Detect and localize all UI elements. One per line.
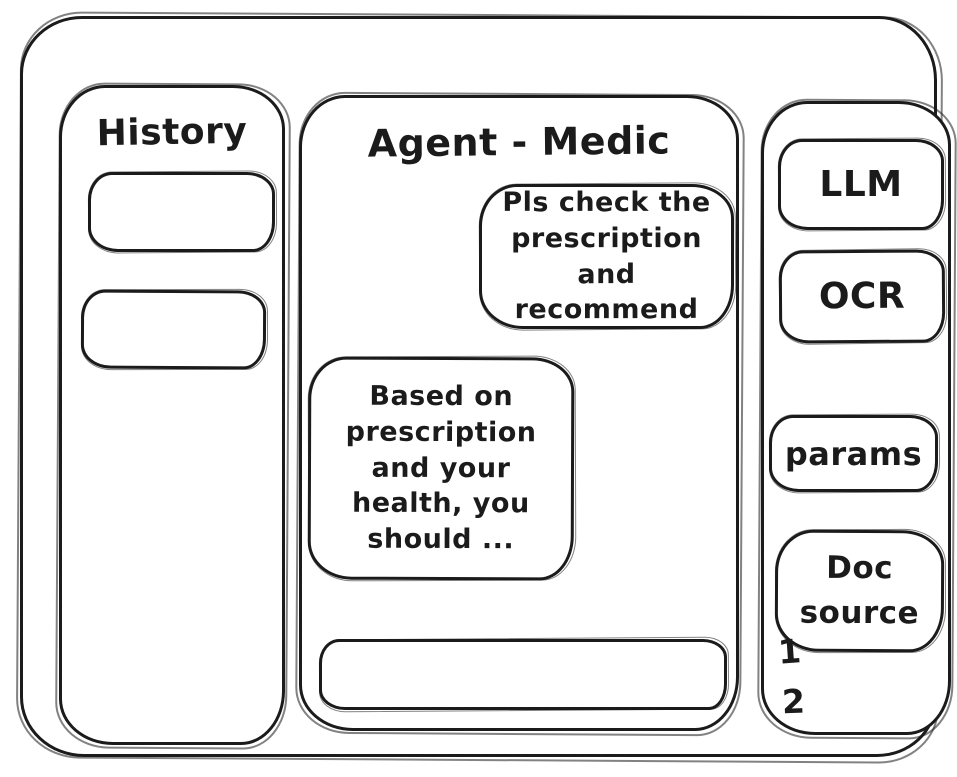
history-sidebar: History	[59, 85, 285, 745]
ocr-button[interactable]: OCR	[778, 249, 946, 344]
chat-title: Agent - Medic	[367, 118, 671, 166]
ocr-button-label: OCR	[818, 275, 906, 318]
assistant-message-bubble: Based on prescription and your health, y…	[307, 356, 575, 581]
doc-list-item-1[interactable]: 1	[776, 631, 803, 672]
user-message-bubble: Pls check the prescription and recommend	[479, 184, 734, 329]
app-frame: History Agent - Medic Pls check the pres…	[20, 16, 951, 757]
history-item[interactable]	[80, 289, 267, 370]
doc-source-button[interactable]: Doc source	[774, 529, 945, 653]
llm-button[interactable]: LLM	[778, 139, 944, 230]
message-input-box	[319, 639, 727, 710]
chat-panel: Agent - Medic Pls check the prescription…	[299, 95, 739, 731]
message-input[interactable]	[322, 642, 724, 707]
user-message-text: Pls check the prescription and recommend	[502, 187, 711, 326]
llm-button-label: LLM	[819, 164, 903, 205]
doc-source-button-label: Doc source	[799, 549, 920, 632]
history-title: History	[96, 110, 248, 155]
assistant-message-text: Based on prescription and your health, y…	[345, 381, 537, 556]
params-button-label: params	[784, 434, 923, 473]
doc-list-item-2[interactable]: 2	[781, 681, 806, 722]
tools-panel: LLM OCR params Doc source 1 2	[761, 101, 951, 735]
params-button[interactable]: params	[769, 415, 938, 492]
history-item[interactable]	[88, 172, 275, 252]
